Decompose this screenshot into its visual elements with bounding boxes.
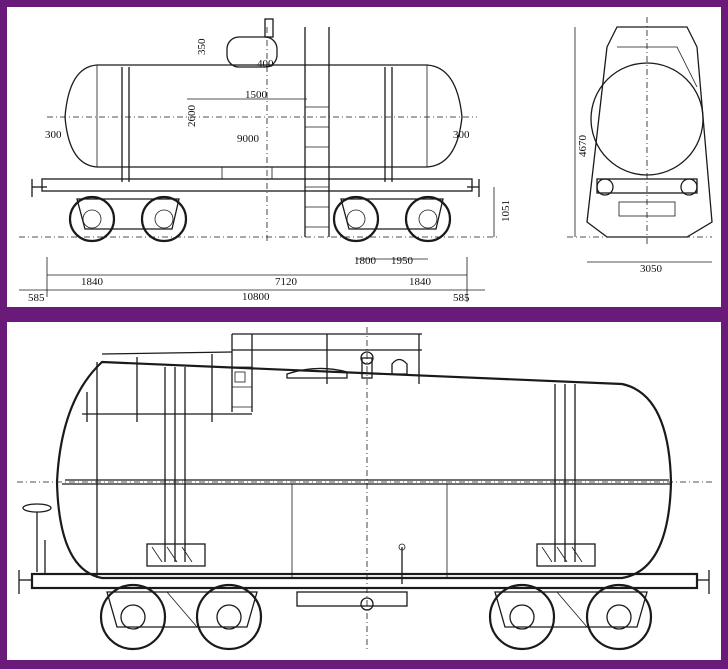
dim-overhang-left: 585 [28, 292, 45, 304]
tank-end-view [586, 17, 713, 247]
bolster-springs [146, 543, 596, 567]
walkway-railing [82, 333, 422, 422]
dim-coupler-height: 1051 [500, 200, 512, 222]
dim-left-end: 300 [45, 129, 62, 141]
bogie-left [68, 195, 188, 243]
dim-dome-height: 350 [196, 38, 208, 55]
dome [226, 36, 278, 68]
top-fittings [234, 351, 408, 383]
dim-right-end: 300 [453, 129, 470, 141]
dimension-drawing: 350 400 1500 2600 300 300 9000 1840 585 … [19, 17, 713, 304]
dim-axle-b: 1950 [391, 255, 414, 267]
tank-side-view [47, 18, 477, 242]
tank-shell [55, 360, 673, 580]
hand-brake [22, 503, 52, 574]
dim-overhang-right: 585 [453, 292, 470, 304]
detail-drawing [17, 327, 712, 652]
tank-straps [164, 367, 576, 562]
dim-overall-length: 10800 [242, 291, 270, 303]
bogie-left-detail [99, 583, 263, 651]
dim-axle-left: 1840 [81, 276, 104, 288]
dim-dome-width: 400 [257, 58, 274, 70]
ladder [304, 27, 330, 237]
dimension-lines [19, 27, 712, 302]
dimension-drawing-panel: 350 400 1500 2600 300 300 9000 1840 585 … [7, 7, 721, 307]
bogie-right-detail [488, 583, 653, 651]
bogie-right [332, 195, 452, 243]
underframe-detail [18, 543, 710, 611]
detail-drawing-panel [7, 322, 721, 660]
dim-tank-height: 2600 [186, 105, 198, 128]
dim-axle-right: 1840 [409, 276, 432, 288]
dim-axle-a: 1800 [354, 255, 377, 267]
dim-tank-length: 9000 [237, 133, 260, 145]
dim-end-height: 4670 [577, 135, 589, 158]
dim-beam-spacing: 1500 [245, 89, 268, 101]
dim-end-width: 3050 [640, 263, 663, 275]
dim-bogie-center: 7120 [275, 276, 298, 288]
underframe [31, 166, 480, 197]
